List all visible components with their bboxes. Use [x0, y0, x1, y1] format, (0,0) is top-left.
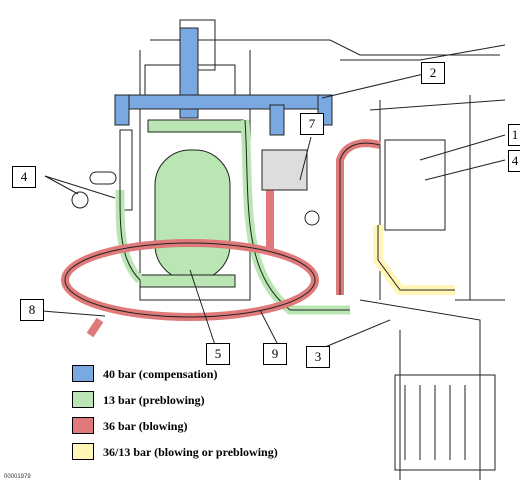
callout-7: 7	[300, 113, 324, 135]
regulator-body	[89, 171, 117, 185]
callout-4-right: 4	[508, 150, 520, 172]
leader-lines	[41, 71, 506, 351]
valve-block	[261, 149, 308, 191]
green-line-13bar	[115, 119, 350, 315]
blue-line-40bar	[114, 27, 333, 136]
callout-3: 3	[306, 346, 330, 368]
legend-label-yellow: 36/13 bar (blowing or preblowing)	[103, 445, 278, 459]
callout-5: 5	[206, 343, 230, 365]
legend-label-blue: 40 bar (compensation)	[103, 367, 218, 381]
callout-9: 9	[263, 343, 287, 365]
legend-label-green: 13 bar (preblowing)	[103, 393, 205, 407]
red-line-36bar	[61, 139, 381, 338]
reservoir-tank	[154, 149, 231, 281]
callout-4: 4	[12, 166, 36, 188]
legend-label-red: 36 bar (blowing)	[103, 419, 188, 433]
callout-2: 2	[421, 62, 445, 84]
pressure-gauge-icon	[304, 210, 320, 226]
pressure-gauge-icon	[71, 191, 89, 209]
legend-swatch-green	[72, 391, 94, 408]
callout-1: 1	[508, 124, 520, 146]
legend-swatch-red	[72, 417, 94, 434]
legend-swatch-blue	[72, 365, 94, 382]
callout-8: 8	[20, 299, 44, 321]
yellow-line-36-13bar	[373, 225, 455, 295]
legend-swatch-yellow	[72, 443, 94, 460]
figure-reference-code: 00001979	[4, 474, 31, 480]
